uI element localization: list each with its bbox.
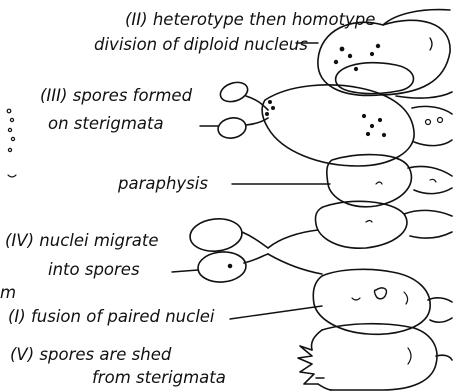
- label-stage-iii-line1: (III) spores formed: [40, 88, 192, 105]
- label-stage-ii-line2: division of diploid nucleus: [94, 37, 308, 54]
- paraphysis-upper: [336, 63, 414, 94]
- basidium-stage-iv: [188, 216, 322, 283]
- leader-line-i: [230, 306, 322, 319]
- label-edge-m: m: [0, 285, 16, 302]
- leader-lines: [172, 43, 330, 378]
- label-stage-ii-line1: (II) heterotype then homotype: [125, 12, 375, 29]
- label-stage-v-line1: (V) spores are shed: [10, 347, 171, 364]
- left-edge-marks: [7, 109, 16, 177]
- label-stage-iii-line2: on sterigmata: [48, 116, 164, 133]
- label-stage-i: (I) fusion of paired nuclei: [8, 309, 215, 326]
- leader-line-iv: [172, 270, 198, 272]
- basidium-stage-iii: [216, 79, 452, 166]
- label-stage-v-line2: from sterigmata: [92, 370, 226, 387]
- paraphysis-body: [327, 155, 452, 207]
- label-paraphysis: paraphysis: [118, 176, 208, 193]
- label-stage-iv-line2: into spores: [48, 262, 140, 279]
- label-stage-iv-line1: (IV) nuclei migrate: [5, 233, 158, 250]
- paraphysis-lower: [315, 201, 452, 248]
